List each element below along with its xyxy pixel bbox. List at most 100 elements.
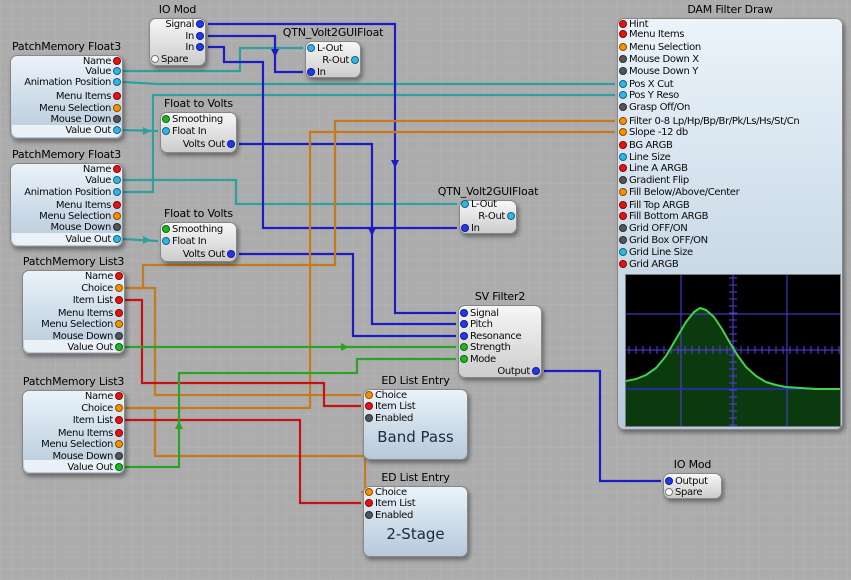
port-choice-dot-icon[interactable] (115, 284, 123, 292)
wire-blue-10[interactable] (239, 252, 456, 338)
port-menu-selection-dot-icon[interactable] (115, 440, 123, 448)
port-menu-items-dot-icon[interactable] (619, 30, 627, 38)
port-item-list-dot-icon[interactable] (365, 499, 373, 507)
wire-orange-14[interactable] (125, 130, 615, 410)
port-output-dot-icon[interactable] (665, 477, 673, 485)
port-hint-dot-icon[interactable] (619, 20, 627, 28)
port-output-dot-icon[interactable] (532, 367, 540, 375)
port-value-out-dot-icon[interactable] (115, 463, 123, 471)
port-pos-y-reso-dot-icon[interactable] (619, 91, 627, 99)
wire-green-19[interactable] (125, 357, 456, 469)
wire-teal-4[interactable] (123, 93, 615, 194)
wire-red-17[interactable] (125, 418, 361, 505)
wire-teal-5[interactable] (122, 237, 159, 243)
wire-blue-6[interactable] (208, 22, 456, 315)
port-choice-dot-icon[interactable] (115, 404, 123, 412)
port-value-dot-icon[interactable] (113, 176, 121, 184)
port-animation-position-dot-icon[interactable] (113, 78, 121, 86)
port-grid-off-on-dot-icon[interactable] (619, 224, 627, 232)
port-name-dot-icon[interactable] (113, 165, 121, 173)
port-in-dot-icon[interactable] (196, 43, 204, 51)
port-signal-dot-icon[interactable] (460, 309, 468, 317)
port-slope-12-db-dot-icon[interactable] (619, 128, 627, 136)
filter-response-display[interactable] (625, 274, 841, 427)
port-choice-dot-icon[interactable] (365, 488, 373, 496)
port-item-list-dot-icon[interactable] (115, 416, 123, 424)
wire-red-16[interactable] (125, 298, 361, 408)
port-enabled-dot-icon[interactable] (365, 511, 373, 519)
port-choice-dot-icon[interactable] (365, 391, 373, 399)
port-resonance-dot-icon[interactable] (460, 332, 468, 340)
port-name-dot-icon[interactable] (115, 392, 123, 400)
wire-teal-0[interactable] (123, 46, 303, 73)
wire-blue-7[interactable] (208, 34, 303, 74)
port-mouse-down-dot-icon[interactable] (113, 115, 121, 123)
port-filter-0-8-lp-hp-bp-br-pk-ls-hs-st-cn-dot-icon[interactable] (619, 117, 627, 125)
port-in-dot-icon[interactable] (461, 224, 469, 232)
port-volts-out-dot-icon[interactable] (227, 250, 235, 258)
wire-blue-8[interactable] (208, 45, 457, 230)
port-r-out-dot-icon[interactable] (351, 56, 359, 64)
port-fill-top-argb-dot-icon[interactable] (619, 201, 627, 209)
port-grasp-off-on-dot-icon[interactable] (619, 103, 627, 111)
port-grid-box-off-on-dot-icon[interactable] (619, 236, 627, 244)
port-fill-bottom-argb-dot-icon[interactable] (619, 212, 627, 220)
port-item-list-dot-icon[interactable] (115, 296, 123, 304)
port-line-a-argb-dot-icon[interactable] (619, 164, 627, 172)
port-spare-dot-icon[interactable] (151, 55, 159, 63)
port-value-dot-icon[interactable] (113, 67, 121, 75)
port-r-out-dot-icon[interactable] (507, 212, 515, 220)
port-value-out-dot-icon[interactable] (115, 343, 123, 351)
port-grid-argb-dot-icon[interactable] (619, 260, 627, 268)
port-menu-selection-dot-icon[interactable] (115, 320, 123, 328)
port-gradient-flip-dot-icon[interactable] (619, 176, 627, 184)
port-value-out-dot-icon[interactable] (113, 235, 121, 243)
port-smoothing-dot-icon[interactable] (162, 225, 170, 233)
port-bg-argb-dot-icon[interactable] (619, 141, 627, 149)
port-line-size-dot-icon[interactable] (619, 153, 627, 161)
wire-orange-13[interactable] (125, 286, 361, 397)
wire-teal-1[interactable] (122, 80, 615, 86)
wire-teal-3[interactable] (123, 178, 457, 206)
port-name-dot-icon[interactable] (113, 57, 121, 65)
port-in-dot-icon[interactable] (196, 32, 204, 40)
port-volts-out-dot-icon[interactable] (227, 140, 235, 148)
port-pos-x-cut-dot-icon[interactable] (619, 80, 627, 88)
port-float-in-dot-icon[interactable] (162, 127, 170, 135)
port-menu-items-dot-icon[interactable] (113, 92, 121, 100)
port-enabled-dot-icon[interactable] (365, 414, 373, 422)
port-mouse-down-dot-icon[interactable] (115, 332, 123, 340)
port-menu-selection-dot-icon[interactable] (619, 43, 627, 51)
port-menu-selection-dot-icon[interactable] (113, 212, 121, 220)
port-mouse-down-y-dot-icon[interactable] (619, 67, 627, 75)
port-mode-dot-icon[interactable] (460, 355, 468, 363)
port-grid-line-size-dot-icon[interactable] (619, 248, 627, 256)
port-pitch-dot-icon[interactable] (460, 320, 468, 328)
port-menu-selection-dot-icon[interactable] (113, 104, 121, 112)
port-menu-items-dot-icon[interactable] (115, 309, 123, 317)
port-mouse-down-dot-icon[interactable] (113, 223, 121, 231)
port-menu-items-dot-icon[interactable] (113, 201, 121, 209)
port-smoothing-dot-icon[interactable] (162, 115, 170, 123)
port-l-out-dot-icon[interactable] (307, 44, 315, 52)
port-name-dot-icon[interactable] (115, 272, 123, 280)
port-fill-below-above-center-dot-icon[interactable] (619, 188, 627, 196)
port-mouse-down-x-dot-icon[interactable] (619, 55, 627, 63)
port-l-out-dot-icon[interactable] (461, 200, 469, 208)
port-signal-dot-icon[interactable] (196, 20, 204, 28)
port-in-dot-icon[interactable] (307, 68, 315, 76)
